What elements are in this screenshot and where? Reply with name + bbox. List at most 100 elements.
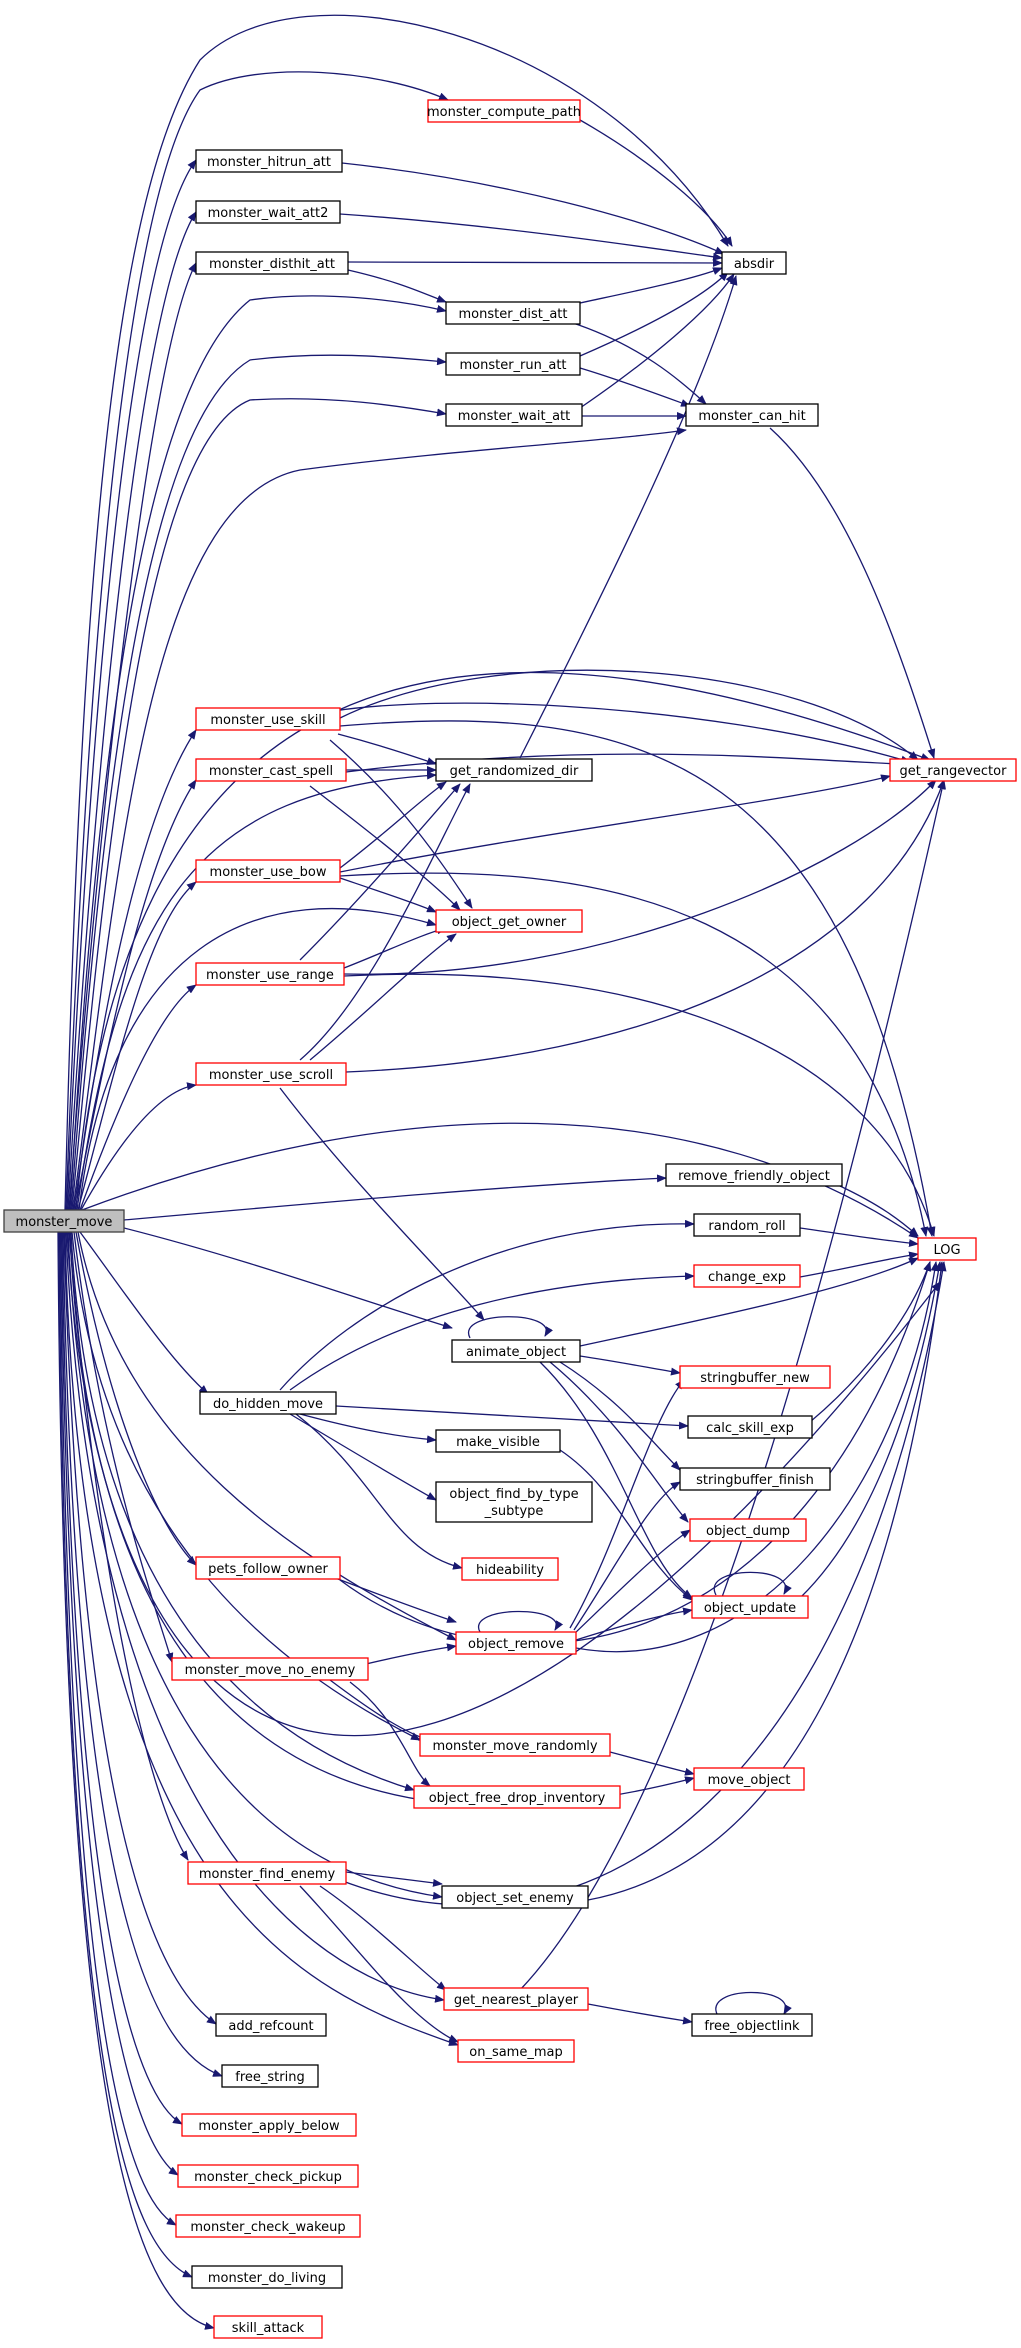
node-change_exp[interactable]: change_exp [693,1264,801,1288]
node-get_rangevector[interactable]: get_rangevector [889,758,1017,782]
node-free_objectlink[interactable]: free_objectlink [691,2013,813,2037]
svg-text:monster_use_bow: monster_use_bow [210,865,327,880]
node-object_get_owner[interactable]: object_get_owner [435,909,583,933]
edge-monster_use_scroll-object_get_owner [309,933,457,1061]
edge-monster_move-monster_hitrun_att [66,159,197,1211]
edge-monster_move-monster_compute_path [65,71,449,1211]
edge-monster_move_randomly-move_object [609,1751,695,1776]
node-stringbuffer_new[interactable]: stringbuffer_new [679,1365,831,1389]
node-monster_move_no_enemy[interactable]: monster_move_no_enemy [171,1657,369,1681]
edge-monster_run_att-monster_can_hit [579,367,691,407]
node-add_refcount[interactable]: add_refcount [215,2013,327,2037]
node-monster_hitrun_att[interactable]: monster_hitrun_att [195,149,343,173]
edge-object_remove-LOG [575,1261,939,1653]
node-monster_disthit_att[interactable]: monster_disthit_att [195,251,349,275]
edge-monster_move-on_same_map [64,1231,459,2046]
node-LOG[interactable]: LOG [917,1237,977,1261]
node-monster_use_scroll[interactable]: monster_use_scroll [195,1062,347,1086]
node-remove_friendly_object[interactable]: remove_friendly_object [665,1163,843,1187]
svg-text:monster_check_pickup: monster_check_pickup [194,2170,342,2185]
edge-monster_move-absdir [64,14,729,1211]
edge-monster_find_enemy-on_same_map [299,1885,459,2043]
edge-monster_compute_path-absdir [579,119,733,247]
edge-monster_wait_att-absdir [579,273,735,409]
node-monster_use_skill[interactable]: monster_use_skill [195,707,341,731]
edge-object_update-self [713,1571,792,1596]
svg-text:object_remove: object_remove [468,1637,564,1652]
edge-animate_object-LOG [579,1257,919,1347]
svg-text:monster_compute_path: monster_compute_path [427,105,581,120]
node-object_remove[interactable]: object_remove [455,1631,577,1655]
svg-text:do_hidden_move: do_hidden_move [213,1397,323,1412]
edge-monster_use_range-get_randomized_dir [299,783,461,961]
node-absdir[interactable]: absdir [721,251,787,275]
edge-remove_friendly_object-LOG [839,1185,919,1237]
edge-monster_move-get_nearest_player [65,1231,445,2003]
node-get_randomized_dir[interactable]: get_randomized_dir [435,758,593,782]
svg-text:make_visible: make_visible [456,1435,540,1450]
edge-monster_cast_spell-get_rangevector [345,753,901,773]
svg-text:monster_cast_spell: monster_cast_spell [209,764,333,779]
edge-monster_use_skill-get_randomized_dir [337,733,437,765]
edge-monster_move-monster_check_wakeup [59,1231,177,2226]
node-stringbuffer_finish[interactable]: stringbuffer_finish [679,1467,831,1491]
node-get_nearest_player[interactable]: get_nearest_player [443,1987,589,2011]
edge-monster_move-monster_use_bow [77,881,197,1211]
node-monster_check_wakeup[interactable]: monster_check_wakeup [175,2214,361,2238]
node-monster_cast_spell[interactable]: monster_cast_spell [195,758,347,782]
node-object_find_by_type_subtype[interactable]: object_find_by_type _subtype [435,1481,593,1523]
node-object_update[interactable]: object_update [691,1595,809,1619]
edge-animate_object-stringbuffer_new [579,1355,681,1376]
node-monster_check_pickup[interactable]: monster_check_pickup [177,2164,359,2188]
node-monster_move[interactable]: monster_move [3,1209,125,1233]
edge-make_visible-object_update [559,1449,693,1601]
edge-monster_run_att-absdir [579,271,729,357]
edge-monster_move-pets_follow_owner [75,1231,197,1566]
edge-animate_object-self [467,1316,553,1339]
edge-monster_move-object_get_owner [78,907,437,1211]
svg-text:LOG: LOG [933,1243,960,1258]
node-monster_wait_att2[interactable]: monster_wait_att2 [195,200,341,224]
edge-monster_move_no_enemy-monster_move_randomly [329,1679,429,1741]
node-monster_run_att[interactable]: monster_run_att [445,352,581,376]
edge-monster_move-monster_move_no_enemy [73,1231,174,1663]
node-object_dump[interactable]: object_dump [689,1518,807,1542]
node-animate_object[interactable]: animate_object [451,1339,581,1363]
edges [57,14,947,2330]
svg-text:monster_dist_att: monster_dist_att [459,307,568,322]
node-monster_wait_att[interactable]: monster_wait_att [445,403,583,427]
node-monster_apply_below[interactable]: monster_apply_below [181,2113,357,2137]
node-monster_compute_path[interactable]: monster_compute_path [427,99,581,123]
node-hideability[interactable]: hideability [461,1557,559,1581]
node-monster_use_range[interactable]: monster_use_range [195,962,345,986]
node-monster_do_living[interactable]: monster_do_living [191,2265,343,2289]
node-monster_can_hit[interactable]: monster_can_hit [685,403,819,427]
node-monster_use_bow[interactable]: monster_use_bow [195,859,341,883]
node-random_roll[interactable]: random_roll [693,1213,801,1237]
node-do_hidden_move[interactable]: do_hidden_move [199,1391,337,1415]
node-free_string[interactable]: free_string [221,2064,319,2088]
node-on_same_map[interactable]: on_same_map [457,2039,575,2063]
svg-text:add_refcount: add_refcount [228,2019,313,2034]
edge-monster_move-add_refcount [63,1231,217,2025]
edge-monster_use_skill-LOG [339,720,935,1237]
svg-text:remove_friendly_object: remove_friendly_object [678,1169,830,1184]
node-make_visible[interactable]: make_visible [435,1429,561,1453]
node-calc_skill_exp[interactable]: calc_skill_exp [687,1415,813,1439]
node-move_object[interactable]: move_object [693,1767,805,1791]
node-object_set_enemy[interactable]: object_set_enemy [441,1885,589,1909]
edge-animate_object-stringbuffer_finish [559,1361,681,1471]
svg-text:object_dump: object_dump [706,1524,790,1539]
node-monster_move_randomly[interactable]: monster_move_randomly [419,1733,611,1757]
edge-get_nearest_player-free_objectlink [587,2003,693,2025]
edge-monster_use_bow-get_rangevector [339,774,891,873]
node-monster_dist_att[interactable]: monster_dist_att [445,301,581,325]
node-skill_attack[interactable]: skill_attack [213,2315,323,2339]
node-pets_follow_owner[interactable]: pets_follow_owner [195,1556,341,1580]
svg-text:monster_run_att: monster_run_att [459,358,566,373]
edge-pets_follow_owner-LOG [339,1261,932,1645]
node-object_free_drop_inventory[interactable]: object_free_drop_inventory [413,1785,621,1809]
node-monster_find_enemy[interactable]: monster_find_enemy [187,1861,347,1885]
edge-monster_move-monster_use_scroll [80,1082,197,1211]
edge-monster_move-object_remove [77,1231,457,1641]
